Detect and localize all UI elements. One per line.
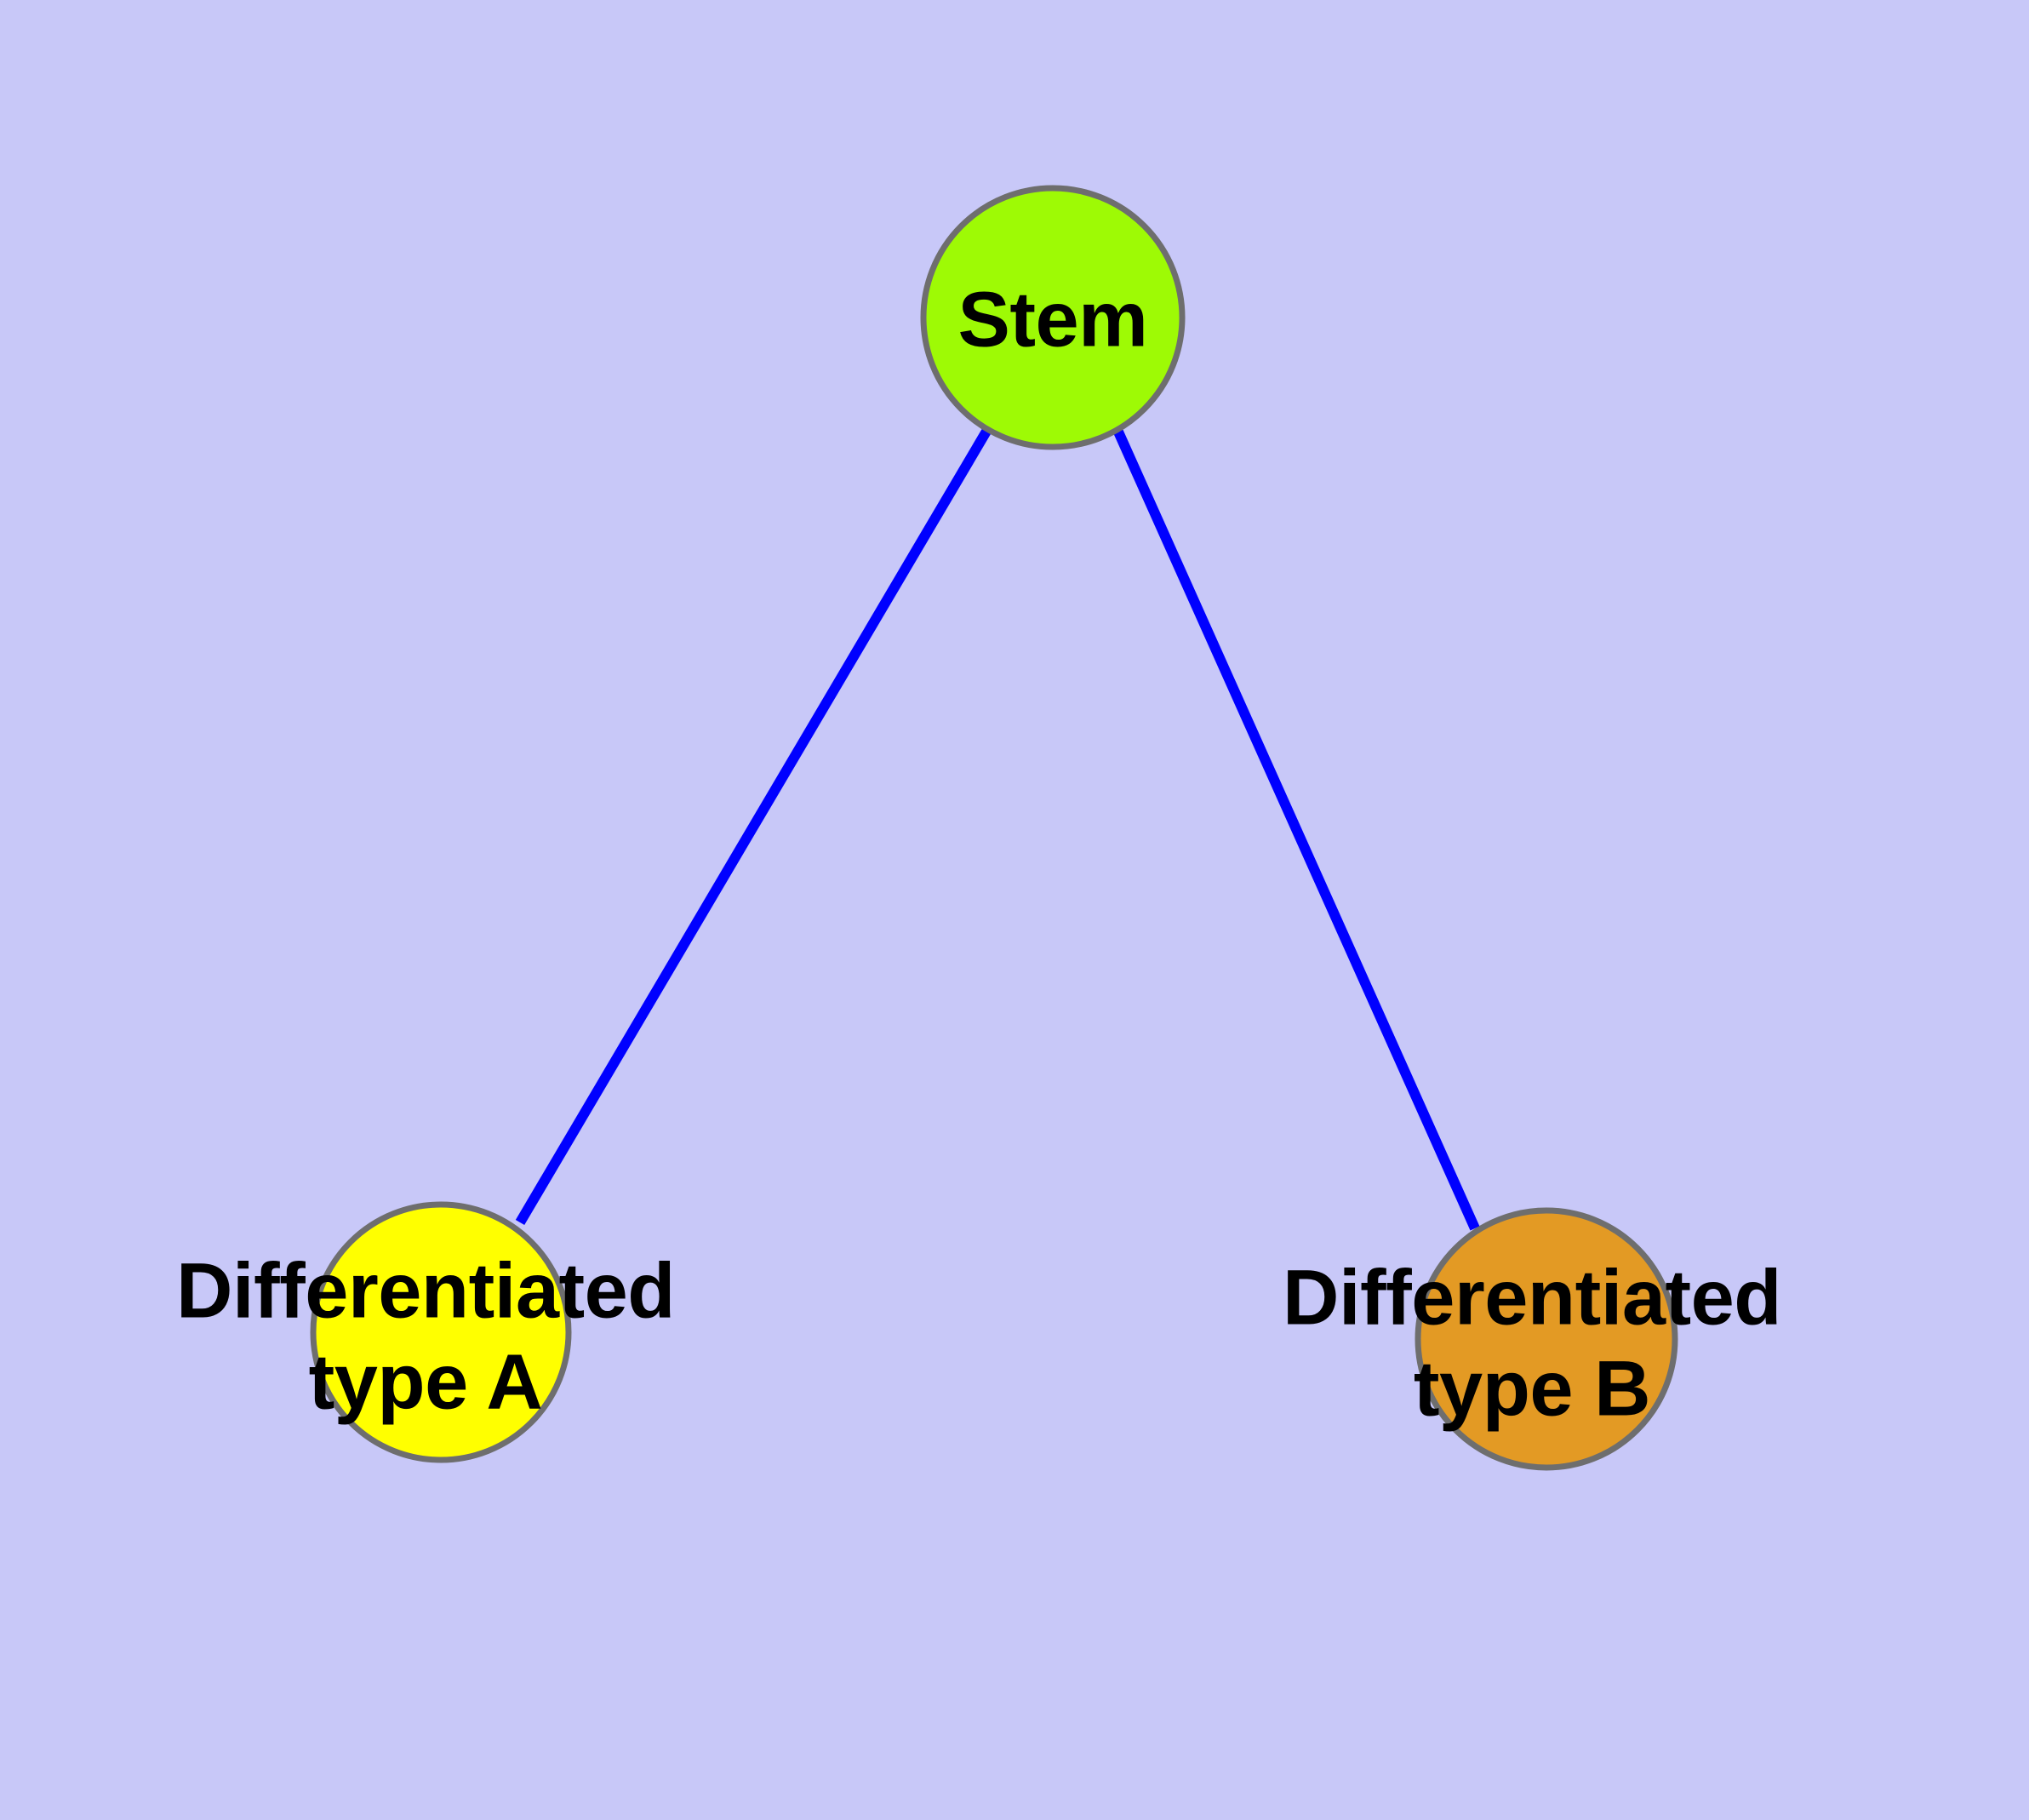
edge-layer bbox=[515, 426, 1480, 1231]
edge-stem-diff-a[interactable] bbox=[515, 426, 992, 1226]
node-layer bbox=[310, 185, 1678, 1471]
graph-node-stem[interactable] bbox=[920, 185, 1186, 450]
graph-node-diff_a[interactable] bbox=[310, 1201, 572, 1463]
graph-node-diff_b[interactable] bbox=[1415, 1207, 1678, 1471]
edge-stem-diff-b[interactable] bbox=[1112, 427, 1480, 1231]
